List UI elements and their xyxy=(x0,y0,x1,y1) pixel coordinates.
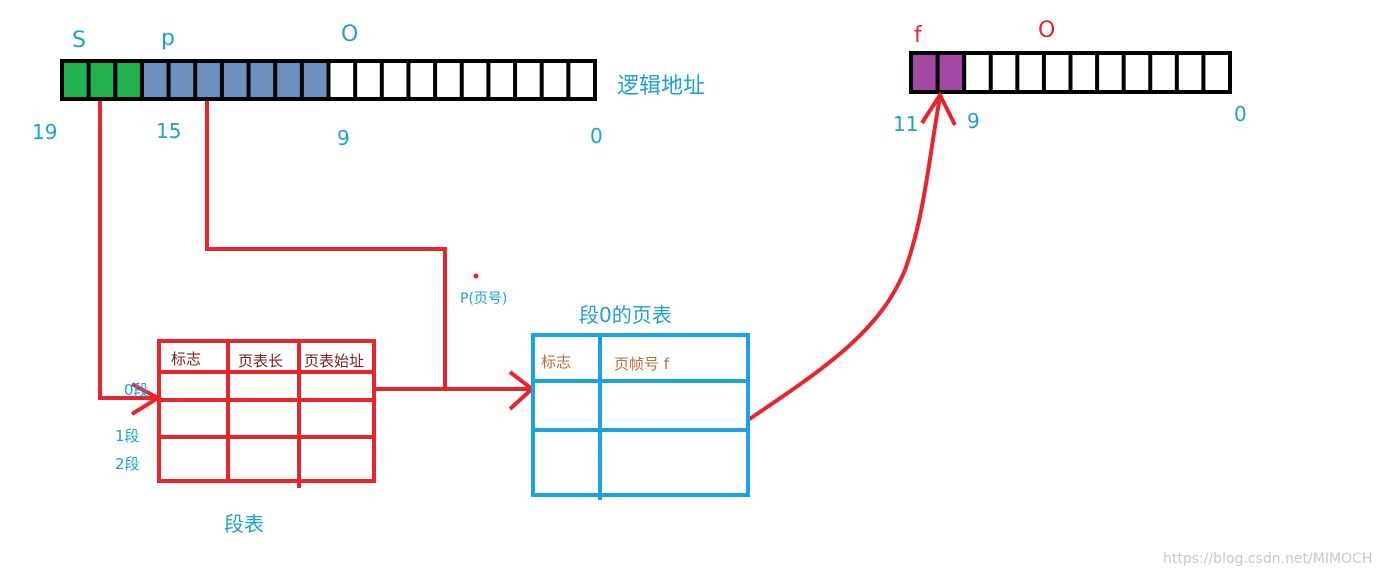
logical-bit-cell xyxy=(463,63,487,97)
page-table xyxy=(531,333,750,500)
logical-bit-cell xyxy=(330,63,354,97)
logical-bit-cell xyxy=(197,63,220,97)
page-table-header-frame: 页帧号 f xyxy=(614,355,670,373)
logical-bit-cell xyxy=(117,63,140,97)
bit-label-0: 0 xyxy=(590,124,603,148)
segment-table-header-base: 页表始址 xyxy=(304,352,364,370)
logical-bit-cell xyxy=(170,63,194,97)
page-number-label: P(页号) xyxy=(460,291,507,307)
physical-bit-cell xyxy=(939,55,963,90)
phys-bit-label-9: 9 xyxy=(967,109,980,133)
physical-bit-cell xyxy=(1099,55,1122,90)
physical-bit-cell xyxy=(1125,55,1149,90)
page-table-title: 段0的页表 xyxy=(579,303,672,327)
frame-number-arrow xyxy=(746,96,942,422)
physical-address-frame xyxy=(909,51,1232,94)
segment-row-label-2: 2段 xyxy=(115,455,140,473)
bit-label-15: 15 xyxy=(156,119,181,143)
logical-bit-cell xyxy=(437,63,460,97)
phys-bit-label-11: 11 xyxy=(893,112,918,136)
logical-bit-cell xyxy=(543,63,567,97)
logical-address-frame xyxy=(60,59,597,101)
logical-bit-cell xyxy=(517,63,540,97)
logical-bit-cell xyxy=(250,63,274,97)
watermark: https://blog.csdn.net/MIMOCH xyxy=(1163,551,1372,567)
logical-address-register xyxy=(60,59,597,101)
logical-bit-cell xyxy=(90,63,114,97)
page-table-header-flag: 标志 xyxy=(541,353,571,371)
physical-bit-cell xyxy=(1152,55,1175,90)
logical-bit-cell xyxy=(570,63,593,97)
phys-bit-label-0: 0 xyxy=(1234,102,1247,126)
offset-field-letter: O xyxy=(341,22,358,47)
segment-row-label-0: 0段 xyxy=(124,381,149,399)
frame-number-arrowhead xyxy=(920,90,957,126)
segment-field-letter: S xyxy=(72,28,86,53)
bit-label-9: 9 xyxy=(337,126,350,150)
dot-marker xyxy=(473,273,479,279)
physical-address-bits xyxy=(913,55,1228,90)
segment-table-header-length: 页表长 xyxy=(238,352,283,370)
segment-table-title: 段表 xyxy=(224,512,264,536)
physical-bit-cell xyxy=(966,55,989,90)
logical-bit-cell xyxy=(357,63,380,97)
physical-bit-cell xyxy=(1205,55,1228,90)
physical-bit-cell xyxy=(913,55,936,90)
segment-table-header-flag: 标志 xyxy=(171,350,201,368)
logical-bit-cell xyxy=(277,63,300,97)
segment-row-label-1: 1段 xyxy=(115,427,140,445)
page-table-frame xyxy=(531,333,750,497)
physical-bit-cell xyxy=(992,55,1016,90)
bit-label-19: 19 xyxy=(32,120,57,144)
page-number-arrow xyxy=(205,101,447,389)
logical-bit-cell xyxy=(490,63,514,97)
logical-bit-cell xyxy=(303,63,327,97)
segment-number-arrow xyxy=(98,101,158,400)
logical-address-bits xyxy=(64,63,593,97)
logical-bit-cell xyxy=(143,63,167,97)
physical-bit-cell xyxy=(1178,55,1202,90)
page-field-letter: p xyxy=(161,26,175,51)
physical-bit-cell xyxy=(1045,55,1069,90)
segment-table-frame xyxy=(157,339,376,483)
physical-address-register xyxy=(909,51,1232,94)
logical-bit-cell xyxy=(64,63,87,97)
logical-bit-cell xyxy=(223,63,247,97)
segment-table xyxy=(157,339,376,488)
frame-field-letter: f xyxy=(914,23,923,48)
logical-bit-cell xyxy=(410,63,434,97)
physical-bit-cell xyxy=(1072,55,1096,90)
physical-bit-cell xyxy=(1019,55,1042,90)
logical-bit-cell xyxy=(383,63,407,97)
logical-address-title: 逻辑地址 xyxy=(617,74,705,99)
physical-offset-letter: O xyxy=(1038,18,1055,43)
